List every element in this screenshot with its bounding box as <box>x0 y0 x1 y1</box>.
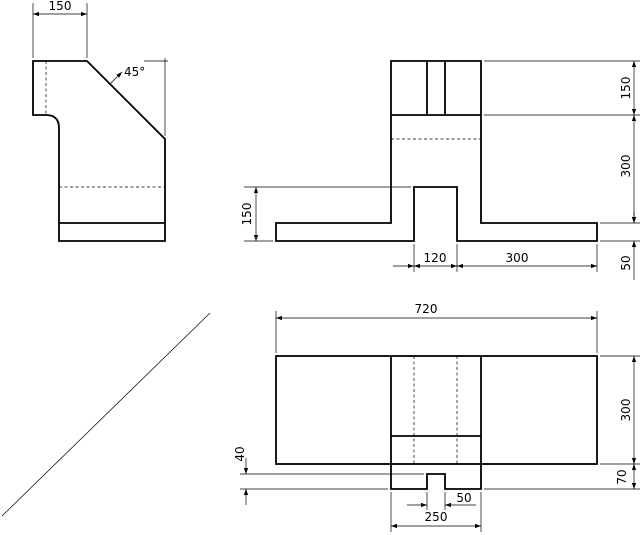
dim-label-top-depth: 300 <box>619 399 633 422</box>
side-view-outline <box>32 60 166 242</box>
top-view-main-outline <box>275 355 598 465</box>
dim-label-top-left-offset: 40 <box>233 446 247 461</box>
miter-line <box>1 312 211 517</box>
front-view-outline <box>275 60 598 242</box>
dim-label-front-middle: 300 <box>619 155 633 178</box>
side-view: 150 45° <box>32 0 168 242</box>
dim-label-side-top-width: 150 <box>49 0 72 13</box>
dim-label-side-angle: 45° <box>124 65 145 79</box>
dim-line-side-angle <box>109 71 123 85</box>
dim-label-top-tab: 70 <box>615 469 629 484</box>
dim-label-top-total-width: 720 <box>415 302 438 316</box>
dim-label-top-notch: 50 <box>456 491 471 505</box>
top-view-tab-outline <box>390 464 482 490</box>
dim-label-front-right-wing: 300 <box>506 251 529 265</box>
dim-label-front-slot: 120 <box>424 251 447 265</box>
front-view: 150 300 50 150 120 300 <box>240 60 640 280</box>
dim-label-front-top-block: 150 <box>619 77 633 100</box>
dim-label-front-left-height: 150 <box>240 203 254 226</box>
dim-label-front-base: 50 <box>619 255 633 270</box>
dim-label-top-tab-width: 250 <box>425 510 448 524</box>
top-view: 720 300 70 40 50 250 <box>233 302 640 532</box>
